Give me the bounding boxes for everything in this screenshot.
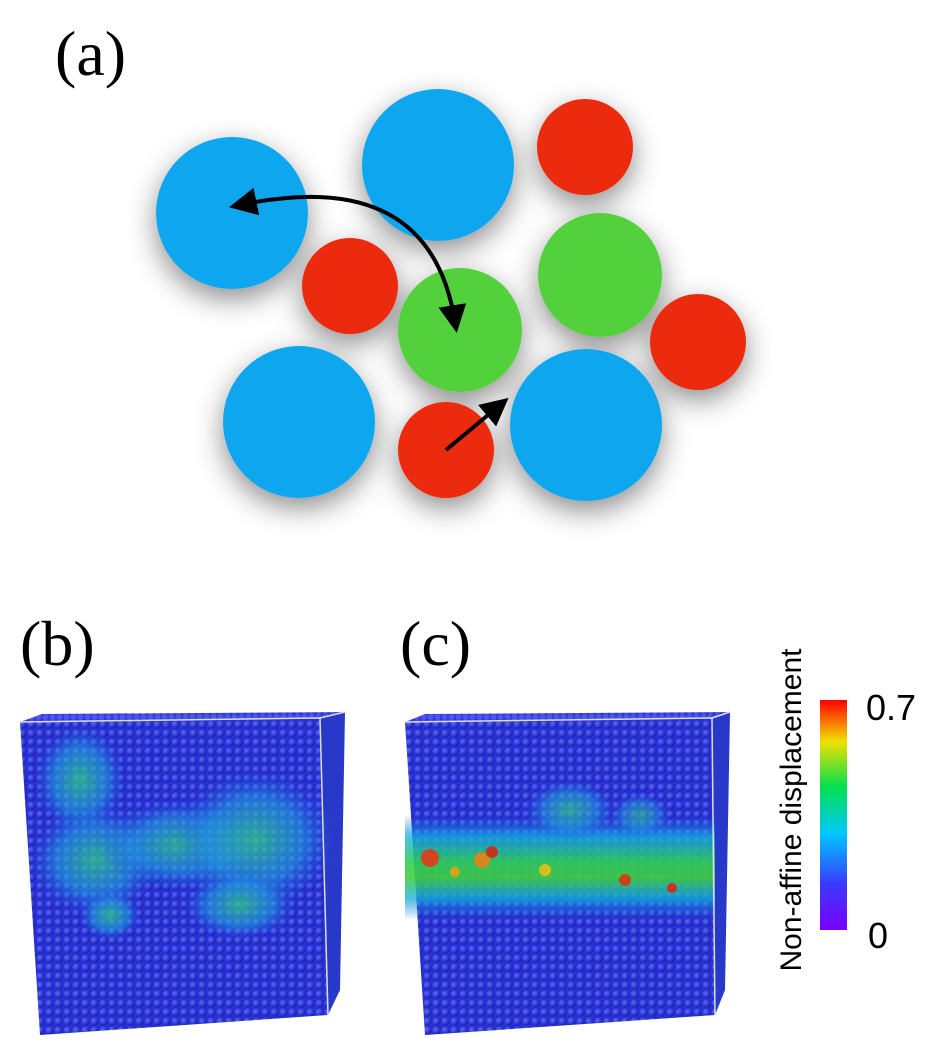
- particle-small: [537, 99, 633, 195]
- exchange-arrow: [229, 187, 467, 334]
- panel-label-c: (c): [400, 608, 472, 679]
- particle-small: [302, 238, 398, 334]
- particle-large: [156, 137, 308, 289]
- simulation-box-c: [404, 711, 731, 1035]
- panel-label-a: (a): [55, 18, 127, 89]
- panel-label-b: (b): [20, 608, 95, 679]
- particle-medium: [398, 268, 522, 392]
- particle-schematic: [156, 89, 746, 501]
- particle-small: [650, 294, 746, 390]
- colorbar-min-label: 0: [868, 915, 889, 956]
- displacement-arrow: [444, 397, 509, 452]
- colorbar: [820, 700, 847, 930]
- particle-medium: [538, 213, 662, 337]
- simulation-box-b: [19, 711, 346, 1035]
- particle-large: [223, 346, 375, 498]
- colorbar-title: Non-affine displacement: [775, 648, 808, 972]
- colorbar-max-label: 0.7: [866, 687, 917, 728]
- particle-large: [510, 349, 662, 501]
- particle-large: [362, 89, 514, 241]
